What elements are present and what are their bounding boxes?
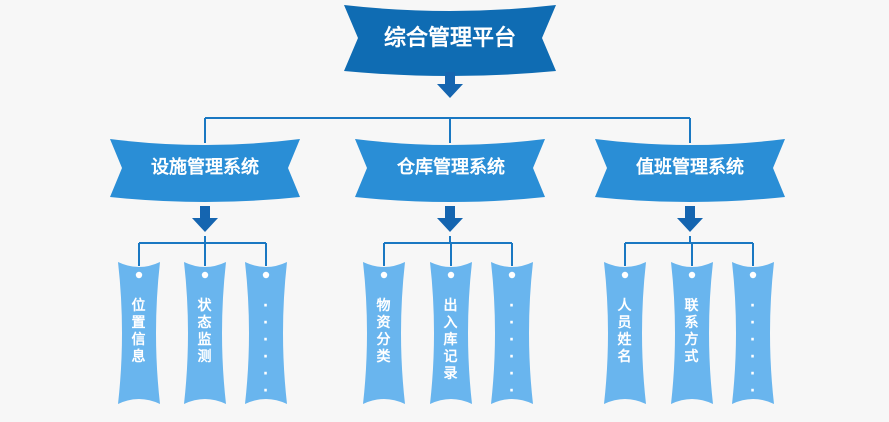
leaf-label-category: 物 资 分 类 <box>376 298 392 365</box>
leaf-label-more-facility: · · · · · · <box>262 298 270 399</box>
leaf-ribbon <box>671 262 713 404</box>
leaf-ribbon <box>118 262 160 404</box>
leaf-ribbon <box>430 262 472 404</box>
system-banner-0 <box>110 139 300 202</box>
leaf-dot <box>621 271 629 279</box>
system-banner-2 <box>595 139 785 202</box>
leaf-label-location: 位 置 信 息 <box>131 298 147 365</box>
leaf-ribbon <box>363 262 405 404</box>
system-title-warehouse: 仓库管理系统 <box>397 157 505 178</box>
leaf-dot <box>749 271 757 279</box>
leaf-dot <box>508 271 516 279</box>
leaf-label-contact: 联 系 方 式 <box>684 298 700 365</box>
leaf-label-status: 状 态 监 测 <box>197 298 213 365</box>
leaf-label-more-duty: · · · · · · <box>749 298 757 399</box>
leaf-label-inout: 出 入 库 记 录 <box>443 298 459 382</box>
leaf-ribbon <box>604 262 646 404</box>
leaf-dot <box>262 271 270 279</box>
leaf-dot <box>135 271 143 279</box>
leaf-ribbon <box>245 262 287 404</box>
root-title: 综合管理平台 <box>383 26 516 51</box>
leaf-dot <box>447 271 455 279</box>
system-title-facility: 设施管理系统 <box>151 157 259 178</box>
down-arrow-icon <box>437 206 463 232</box>
down-arrow-icon <box>192 206 218 232</box>
root-banner <box>344 5 556 76</box>
leaf-ribbon <box>184 262 226 404</box>
leaf-ribbon <box>491 262 533 404</box>
leaf-label-name: 人 员 姓 名 <box>617 298 633 365</box>
down-arrow-icon <box>437 72 463 98</box>
system-banner-1 <box>355 139 545 202</box>
leaf-label-more-warehouse: · · · · · · <box>508 298 516 399</box>
down-arrow-icon <box>677 206 703 232</box>
system-title-duty: 值班管理系统 <box>636 157 744 178</box>
leaf-ribbon <box>732 262 774 404</box>
leaf-dot <box>380 271 388 279</box>
leaf-dot <box>688 271 696 279</box>
leaf-dot <box>201 271 209 279</box>
